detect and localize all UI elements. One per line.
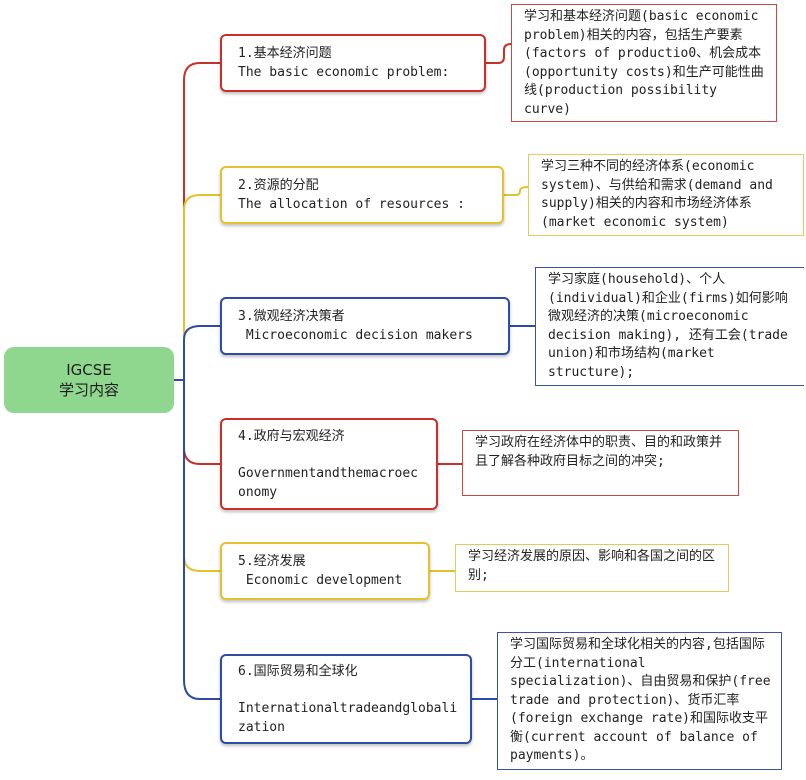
branch-line-1 [183, 62, 220, 380]
topic-4-subtitle: Governmentandthemacroeconomy [238, 465, 419, 500]
topic-2-detail: 学习三种不同的经济体系(economic system)、与供给和需求(dema… [528, 154, 804, 236]
topic-6-detail-text: 学习国际贸易和全球化相关的内容,包括国际分工(international spe… [510, 637, 771, 763]
topic-5-title: 5.经济发展 [238, 554, 306, 569]
topic-1-detail: 学习和基本经济问题(basic economic problem)相关的内容，包… [511, 4, 777, 122]
topic-6-subtitle: Internationaltradeandglobalization [238, 700, 458, 735]
topic-3-title: 3.微观经济决策者 [238, 309, 345, 324]
topic-4-title: 4.政府与宏观经济 [238, 428, 345, 444]
topic-5-node: 5.经济发展 Economic development [220, 542, 430, 600]
link-line-2 [504, 186, 529, 196]
branch-line-6 [183, 380, 220, 700]
topic-2-title: 2.资源的分配 [238, 178, 319, 193]
topic-1-detail-text: 学习和基本经济问题(basic economic problem)相关的内容，包… [524, 9, 764, 117]
topic-1-subtitle: The basic economic problem: [238, 65, 450, 80]
topic-5-detail: 学习经济发展的原因、影响和各国之间的区别; [455, 544, 729, 592]
topic-3-detail-text: 学习家庭(household)、个人(individual)和企业(firms)… [548, 272, 788, 380]
root-line-1: IGCSE [66, 361, 112, 379]
topic-1-title: 1.基本经济问题 [238, 46, 332, 61]
topic-6-title: 6.国际贸易和全球化 [238, 663, 358, 679]
topic-5-detail-text: 学习经济发展的原因、影响和各国之间的区别; [468, 549, 716, 583]
branch-line-2 [183, 194, 220, 380]
root-node: IGCSE 学习内容 [4, 347, 174, 413]
topic-6-node: 6.国际贸易和全球化 Internationaltradeandglobaliz… [220, 654, 472, 744]
branch-line-3 [183, 325, 220, 380]
topic-3-detail: 学习家庭(household)、个人(individual)和企业(firms)… [535, 267, 804, 386]
link-line-1 [486, 43, 512, 64]
topic-3-subtitle: Microeconomic decision makers [238, 328, 473, 343]
topic-5-subtitle: Economic development [238, 573, 403, 588]
topic-1-node: 1.基本经济问题 The basic economic problem: [220, 34, 486, 92]
topic-2-subtitle: The allocation of resources : [238, 197, 465, 212]
topic-2-node: 2.资源的分配 The allocation of resources : [220, 166, 504, 224]
topic-4-detail: 学习政府在经济体中的职责、目的和政策并且了解各种政府目标之间的冲突; [462, 430, 739, 496]
root-line-2: 学习内容 [58, 381, 119, 399]
topic-3-node: 3.微观经济决策者 Microeconomic decision makers [220, 297, 510, 355]
topic-4-detail-text: 学习政府在经济体中的职责、目的和政策并且了解各种政府目标之间的冲突; [475, 435, 723, 469]
branch-line-5 [183, 380, 220, 572]
topic-4-node: 4.政府与宏观经济 Governmentandthemacroeconomy [220, 418, 438, 510]
topic-2-detail-text: 学习三种不同的经济体系(economic system)、与供给和需求(dema… [541, 159, 773, 230]
branch-line-4 [183, 380, 220, 465]
topic-6-detail: 学习国际贸易和全球化相关的内容,包括国际分工(international spe… [497, 632, 782, 770]
